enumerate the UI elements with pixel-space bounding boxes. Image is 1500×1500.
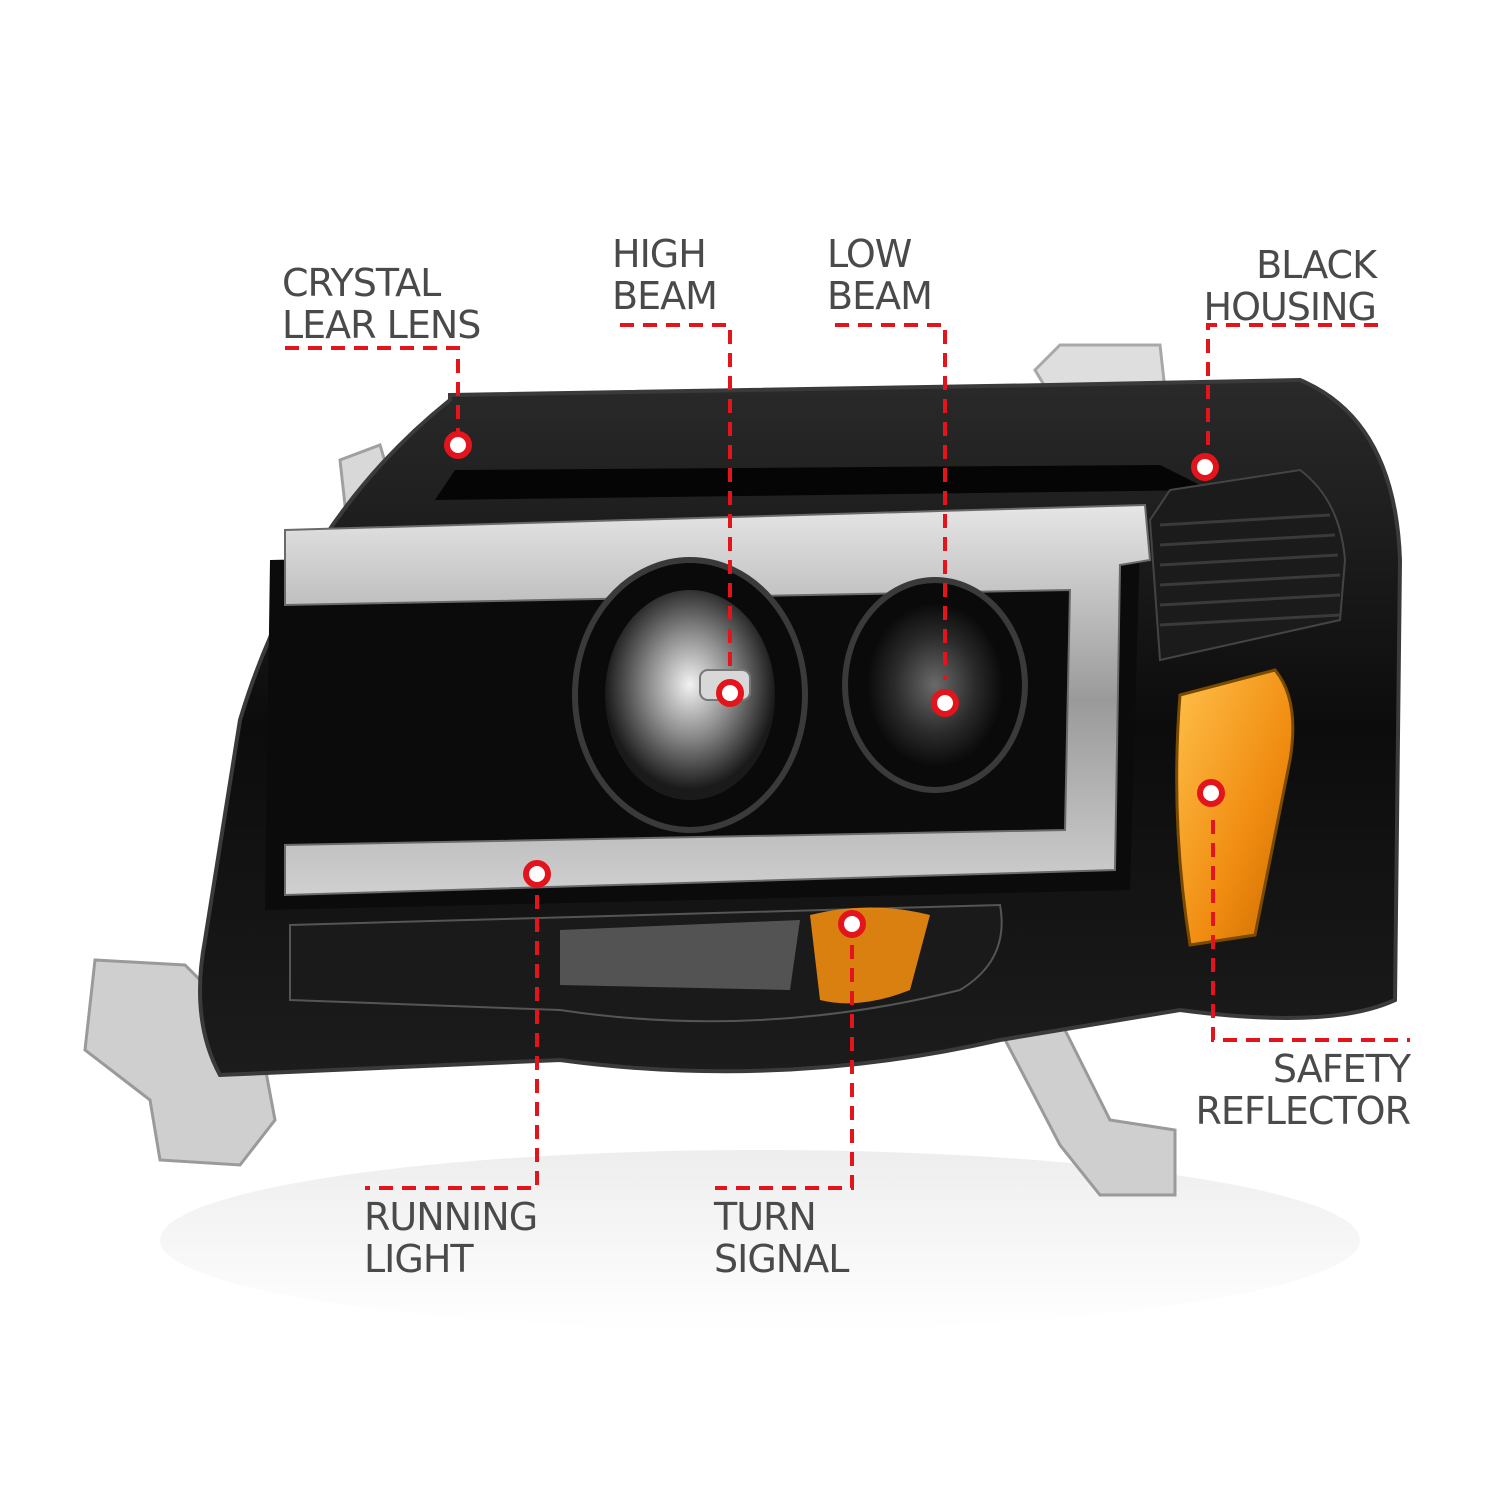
turn-signal-label-line1: TURN	[714, 1195, 817, 1239]
lower-chrome	[560, 920, 800, 990]
safety-reflector-marker	[1197, 779, 1225, 807]
crystal-lens-label: CRYSTAL LEAR LENS	[282, 261, 481, 347]
low-beam-marker	[931, 689, 959, 717]
high-beam-label: HIGH BEAM	[612, 232, 718, 318]
black-housing-label-line1: BLACK	[1256, 243, 1377, 287]
turn-signal-label: TURN SIGNAL	[714, 1195, 849, 1281]
safety-reflector-label-line2: REFLECTOR	[1195, 1089, 1411, 1133]
safety-reflector-label-line1: SAFETY	[1272, 1047, 1411, 1091]
high-beam-label-line2: BEAM	[612, 274, 718, 318]
callout-lines	[285, 323, 1410, 1190]
low-beam-label-line2: BEAM	[827, 274, 933, 318]
high-beam-label-line1: HIGH	[612, 232, 707, 276]
floor-reflection	[160, 1150, 1360, 1330]
turn-signal-marker	[838, 910, 866, 938]
crystal-lens-marker	[444, 431, 472, 459]
black-housing-marker	[1191, 453, 1219, 481]
crystal-lens-label-line1: CRYSTAL	[282, 261, 441, 305]
running-light-marker	[523, 860, 551, 888]
safety-reflector-amber	[1175, 668, 1295, 947]
running-light-label-line1: RUNNING	[364, 1195, 538, 1239]
top-strip	[435, 465, 1210, 500]
running-light-label: RUNNING LIGHT	[364, 1195, 538, 1281]
turn-signal-amber	[810, 907, 930, 1004]
black-housing-label: BLACK HOUSING	[1204, 244, 1377, 328]
callout-dots	[444, 431, 1225, 938]
crystal-lens-label-line2: LEAR LENS	[282, 303, 481, 347]
low-beam-lens	[842, 577, 1028, 793]
black-housing-label-line2: HOUSING	[1203, 285, 1377, 329]
low-beam-label: LOW BEAM	[827, 232, 933, 318]
safety-reflector-label: SAFETY REFLECTOR	[1195, 1047, 1411, 1133]
low-beam-label-line1: LOW	[827, 232, 912, 276]
housing-fins	[1148, 468, 1347, 662]
turn-signal-label-line2: SIGNAL	[714, 1237, 849, 1281]
running-light-label-line2: LIGHT	[364, 1237, 474, 1281]
high-beam-lens	[572, 557, 808, 833]
high-beam-marker	[716, 679, 744, 707]
